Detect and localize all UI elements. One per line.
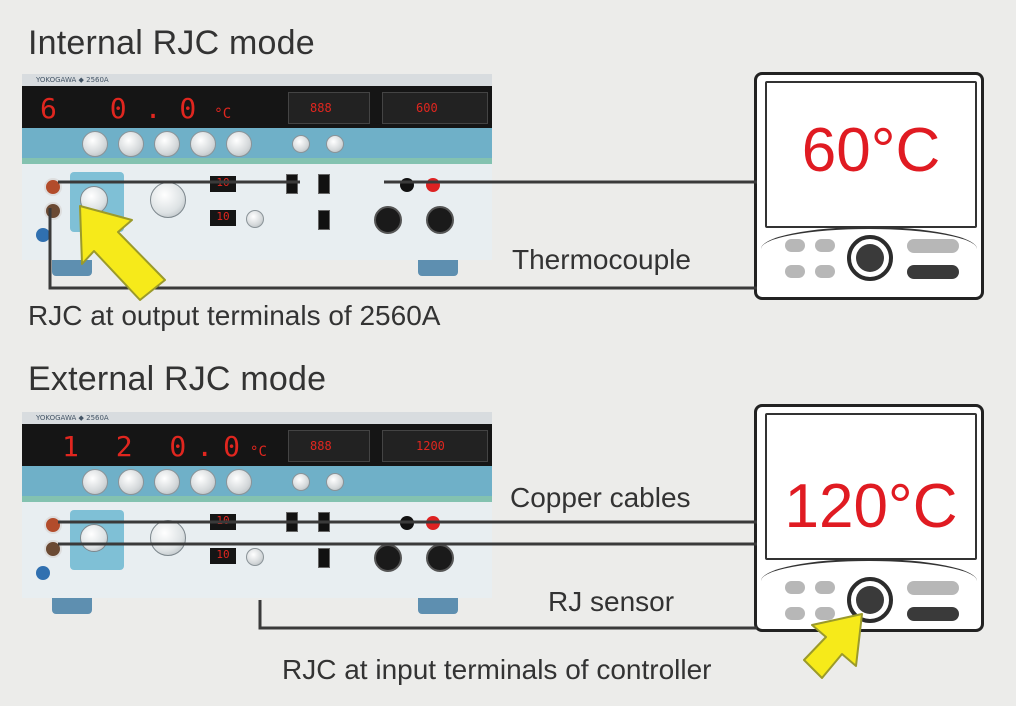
calibrator-display-external: 1 2 0.0°C bbox=[62, 430, 267, 463]
copper-cables-label: Copper cables bbox=[510, 482, 691, 513]
temperature-controller-external: 120°C bbox=[754, 404, 984, 632]
controller-display-external: 120°C bbox=[784, 472, 958, 541]
rj-sensor-wire bbox=[258, 600, 757, 630]
controller-dial-internal bbox=[847, 235, 893, 281]
temperature-controller-internal: 60°C bbox=[754, 72, 984, 300]
rj-sensor-label: RJ sensor bbox=[548, 586, 675, 617]
controller-display-internal: 60°C bbox=[801, 116, 941, 185]
thermocouple-label: Thermocouple bbox=[512, 244, 691, 275]
rjc-arrow-external bbox=[803, 613, 863, 679]
calibrator-display-internal: 6 0.0°C bbox=[40, 92, 232, 125]
external-rjc-heading: External RJC mode bbox=[28, 360, 327, 398]
internal-rjc-caption: RJC at output terminals of 2560A bbox=[28, 300, 441, 331]
thermocouple-wire-bottom bbox=[48, 208, 757, 290]
calibrator-2560a-external: YOKOGAWA ◆ 2560A 1 2 0.0°C 888 1200 10 1… bbox=[22, 412, 492, 614]
rjc-arrow-internal bbox=[79, 205, 166, 301]
internal-rjc-heading: Internal RJC mode bbox=[28, 24, 315, 62]
external-rjc-caption: RJC at input terminals of controller bbox=[282, 654, 712, 685]
